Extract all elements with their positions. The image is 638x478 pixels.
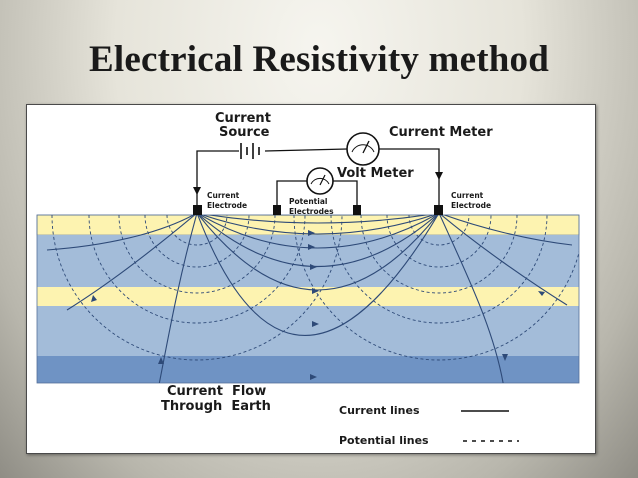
potential-lines bbox=[51, 215, 579, 361]
current-electrode-right bbox=[434, 205, 443, 215]
battery-icon bbox=[240, 143, 260, 159]
current-electrode-left-label-2: Electrode bbox=[207, 201, 247, 210]
resistivity-diagram: Current Source Current Meter Volt Meter … bbox=[26, 104, 596, 454]
potential-electrodes-label-1: Potential bbox=[289, 197, 327, 206]
flow-caption-1: Current Flow bbox=[167, 384, 266, 399]
current-electrode-right-label-2: Electrode bbox=[451, 201, 491, 210]
slide-title: Electrical Resistivity method bbox=[89, 39, 549, 80]
layer-blue-1 bbox=[37, 235, 579, 287]
potential-electrode-left bbox=[273, 205, 281, 215]
diagram-svg: Current Source Current Meter Volt Meter … bbox=[36, 111, 580, 447]
volt-meter-icon bbox=[306, 167, 334, 195]
legend-current-lines: Current lines bbox=[339, 404, 420, 417]
layer-yellow-mid bbox=[37, 287, 579, 306]
flow-caption-2: Through Earth bbox=[161, 399, 271, 414]
current-down-arrow bbox=[193, 187, 201, 195]
current-down-arrow-right bbox=[435, 172, 443, 180]
legend: Current lines Potential lines bbox=[339, 404, 519, 447]
current-lines bbox=[46, 215, 573, 383]
potential-electrodes-label-2: Electrodes bbox=[289, 207, 334, 216]
current-electrode-left bbox=[193, 205, 202, 215]
flow-arrows bbox=[91, 230, 545, 380]
current-meter-label: Current Meter bbox=[389, 125, 493, 140]
current-meter-icon bbox=[346, 132, 380, 166]
layer-blue-2 bbox=[37, 306, 579, 356]
electrodes bbox=[193, 205, 443, 215]
potential-electrode-right bbox=[353, 205, 361, 215]
current-source-label-1: Current bbox=[215, 111, 271, 126]
volt-meter-label: Volt Meter bbox=[337, 166, 414, 181]
current-source-label-2: Source bbox=[219, 125, 270, 140]
legend-potential-lines: Potential lines bbox=[339, 434, 429, 447]
layer-blue-dark bbox=[37, 356, 579, 383]
current-electrode-left-label-1: Current bbox=[207, 191, 240, 200]
circuit-wires bbox=[196, 148, 440, 205]
current-electrode-right-label-1: Current bbox=[451, 191, 484, 200]
